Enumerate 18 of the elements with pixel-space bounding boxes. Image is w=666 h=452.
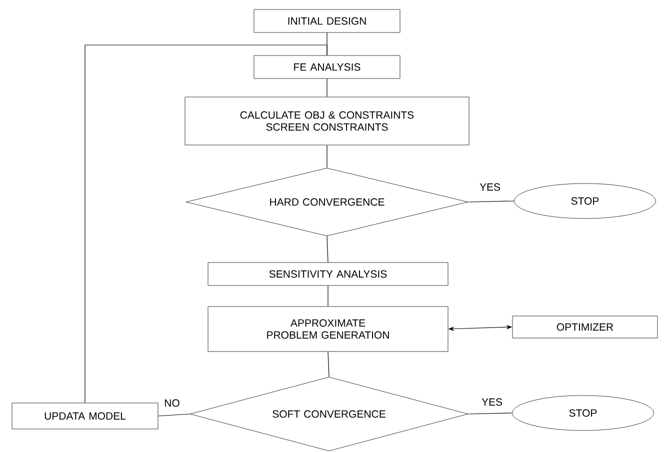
process-box: INITIAL DESIGN	[254, 9, 400, 33]
connector-line	[328, 351, 330, 378]
process-box: OPTIMIZER	[512, 316, 658, 338]
process-box: UPDATA MODEL	[12, 402, 158, 430]
edge-label: NO	[163, 398, 181, 408]
connector-line	[326, 144, 328, 168]
connector-line	[84, 44, 328, 404]
process-box: APPROXIMATE PROBLEM GENERATION	[208, 306, 448, 352]
edge-label: YES	[478, 182, 502, 192]
connector-line	[158, 414, 190, 416]
process-box: SENSITIVITY ANALYSIS	[208, 262, 448, 286]
connector-line	[326, 78, 328, 98]
edge-label: YES	[480, 397, 504, 407]
connector-line	[326, 236, 328, 263]
connector-line	[468, 200, 514, 202]
connector-line	[468, 412, 512, 414]
process-box: CALCULATE OBJ & CONSTRAINTS SCREEN CONSTRAINTS	[184, 96, 470, 146]
process-box: FE ANALYSIS	[254, 55, 400, 79]
